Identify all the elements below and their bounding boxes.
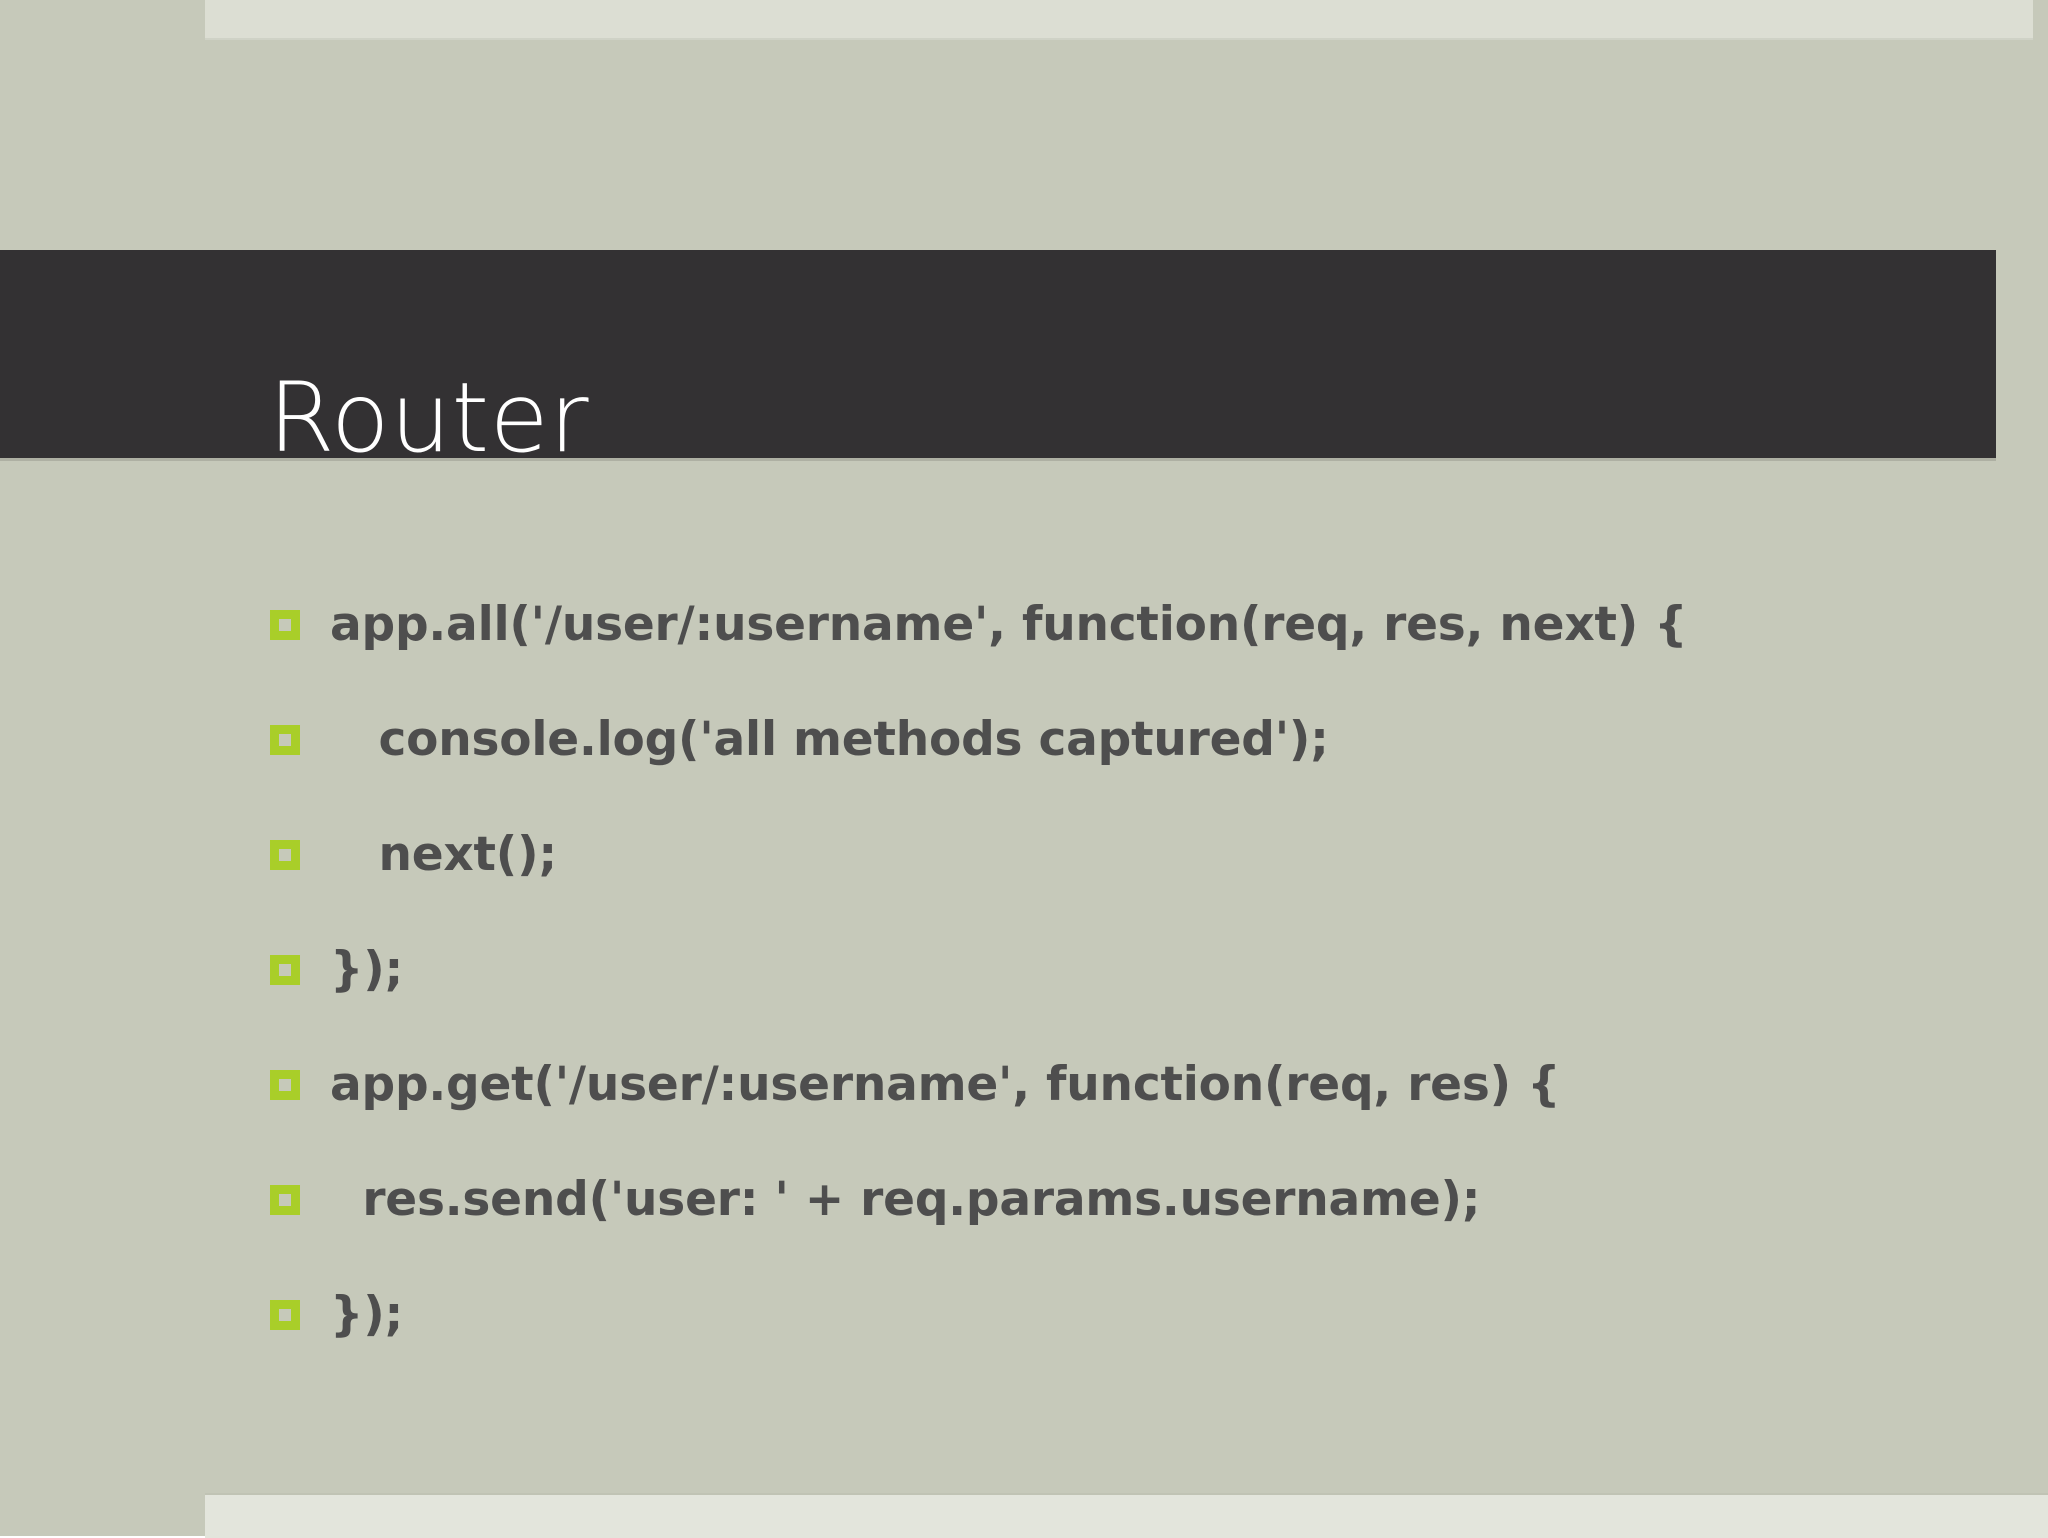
square-outline-bullet-icon (270, 955, 300, 985)
list-item-text: }); (330, 942, 404, 997)
list-item-text: app.get('/user/:username', function(req,… (330, 1057, 1561, 1112)
list-item: }); (270, 1275, 1910, 1390)
square-outline-bullet-icon (270, 1300, 300, 1330)
list-item-text: res.send('user: ' + req.params.username)… (330, 1172, 1481, 1227)
bottom-accent-strip (205, 1493, 2048, 1538)
slide-title: Router (268, 362, 590, 475)
list-item: app.all('/user/:username', function(req,… (270, 585, 1910, 700)
list-item-text: app.all('/user/:username', function(req,… (330, 597, 1688, 652)
square-outline-bullet-icon (270, 610, 300, 640)
list-item: app.get('/user/:username', function(req,… (270, 1045, 1910, 1160)
list-item-text: }); (330, 1287, 404, 1342)
square-outline-bullet-icon (270, 1070, 300, 1100)
list-item: next(); (270, 815, 1910, 930)
list-item: }); (270, 930, 1910, 1045)
list-item-text: console.log('all methods captured'); (330, 712, 1329, 767)
square-outline-bullet-icon (270, 1185, 300, 1215)
square-outline-bullet-icon (270, 840, 300, 870)
square-outline-bullet-icon (270, 725, 300, 755)
list-item: console.log('all methods captured'); (270, 700, 1910, 815)
list-item-text: next(); (330, 827, 557, 882)
content-bullet-list: app.all('/user/:username', function(req,… (270, 585, 1910, 1390)
title-banner: Router (0, 250, 1996, 466)
list-item: res.send('user: ' + req.params.username)… (270, 1160, 1910, 1275)
top-accent-strip (205, 0, 2033, 40)
